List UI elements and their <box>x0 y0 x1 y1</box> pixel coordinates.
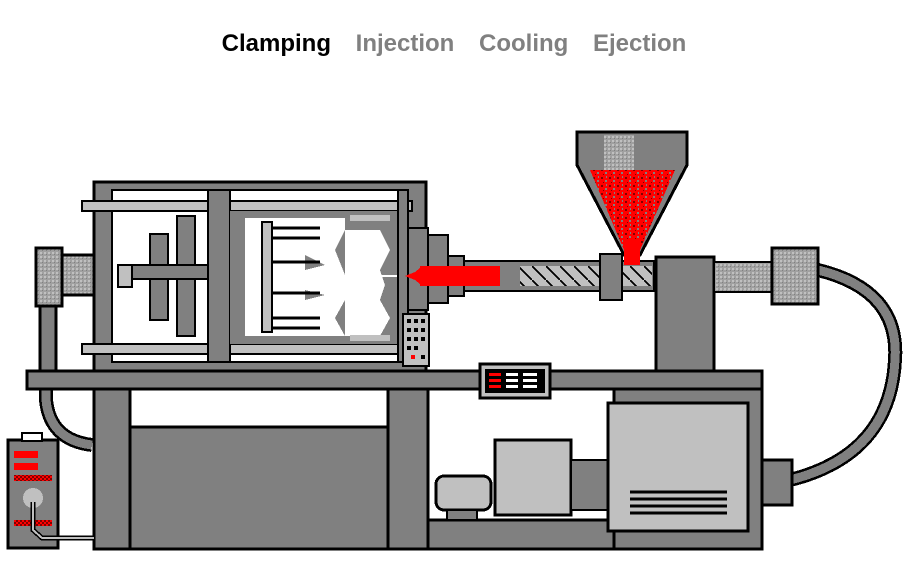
pump <box>434 474 493 521</box>
leg-left <box>92 387 132 551</box>
power-box[interactable] <box>6 432 94 550</box>
motor <box>606 401 750 533</box>
coupling <box>570 459 612 511</box>
plastic-pellets <box>590 170 675 250</box>
leg-middle <box>386 387 430 551</box>
process-step-tabs: Clamping Injection Cooling Ejection <box>0 30 908 58</box>
platen <box>207 189 231 363</box>
injection-housing <box>654 255 716 374</box>
hopper <box>575 130 689 265</box>
clamping-unit <box>81 180 428 374</box>
cylinder-cap-right <box>770 246 820 306</box>
tab-cooling[interactable]: Cooling <box>479 30 569 57</box>
pump-base <box>426 518 616 551</box>
motor-end-cap <box>760 458 794 507</box>
power-indicator-icon <box>411 355 415 359</box>
base-cabinet <box>128 425 390 551</box>
pump-housing <box>493 438 573 517</box>
machine-bed <box>25 369 764 391</box>
tie-bar-top <box>81 200 413 212</box>
ejector-plate <box>261 221 273 333</box>
tab-injection[interactable]: Injection <box>355 30 455 57</box>
control-panel[interactable] <box>402 313 430 367</box>
feed-throat <box>599 253 623 301</box>
tie-bar-bottom <box>81 343 413 355</box>
injection-cylinder <box>713 261 775 293</box>
hydraulic-hose-right <box>788 263 903 487</box>
injection-barrel <box>405 227 655 311</box>
left-support-post <box>38 303 58 377</box>
display-panel <box>478 362 552 400</box>
hydraulic-hose-left <box>39 305 94 452</box>
cylinder-cap <box>34 246 64 308</box>
tab-clamping[interactable]: Clamping <box>221 30 331 57</box>
tab-ejection[interactable]: Ejection <box>592 30 687 57</box>
